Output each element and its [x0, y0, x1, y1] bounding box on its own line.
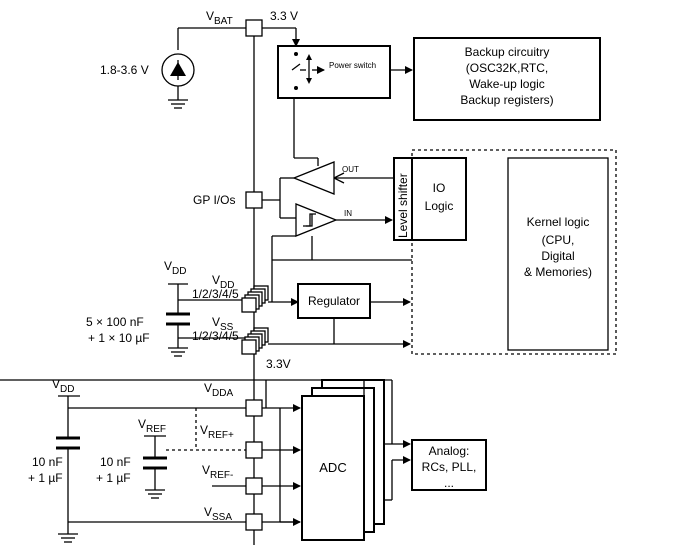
caps-line1: 5 × 100 nF: [86, 315, 144, 329]
io-logic-line1: IO: [433, 181, 446, 195]
io-logic-line2: Logic: [425, 199, 454, 213]
vdd-pin-label: VDD: [212, 273, 234, 291]
cap-left-line2: + 1 µF: [28, 471, 63, 485]
decoupling-capacitor-icon: [166, 312, 190, 326]
vbat-label: VBAT: [206, 9, 233, 27]
cap-left-line1: 10 nF: [32, 455, 63, 469]
kernel-line2: (CPU,: [542, 233, 575, 247]
backup-line4: Backup registers): [460, 93, 553, 107]
vssa-pin: [245, 513, 263, 531]
vrefp-label: VREF+: [200, 423, 234, 441]
gpio-label: GP I/Os: [193, 193, 235, 207]
in-label: IN: [344, 209, 352, 218]
regulator-box: [297, 283, 371, 319]
ground-icon: [168, 347, 188, 357]
analog-line1: Analog:: [429, 444, 470, 458]
adc-box: [301, 395, 365, 541]
ground-icon: [168, 99, 188, 109]
input-buffer-icon: [295, 203, 338, 237]
cap-ref-line1: 10 nF: [100, 455, 131, 469]
switch-icon: [291, 52, 325, 90]
vdd-pins-stack: [241, 285, 269, 313]
backup-line1: Backup circuitry: [465, 45, 550, 59]
power-switch-label: Power switch: [329, 61, 376, 70]
backup-circuitry-box: [413, 37, 601, 121]
backup-line2: (OSC32K,RTC,: [466, 61, 548, 75]
vdd-bottom-label: VDD: [52, 377, 74, 395]
kernel-line1: Kernel logic: [527, 215, 590, 229]
analog-line2: RCs, PLL,: [422, 460, 477, 474]
analog-box: [411, 439, 487, 491]
caps-line2: + 1 × 10 µF: [88, 331, 150, 345]
vdda-pin: [245, 399, 263, 417]
analog-line3: ...: [444, 476, 454, 490]
v33-top-label: 3.3 V: [270, 9, 298, 23]
adc-label: ADC: [319, 460, 346, 475]
vbat-pin: [245, 19, 263, 37]
vss-pin-label: VSS: [212, 315, 234, 333]
vbat-source: [161, 27, 246, 109]
vrefp-pin: [245, 441, 263, 459]
regulator-label: Regulator: [308, 294, 360, 308]
v33-mid-label: 3.3V: [266, 357, 291, 371]
output-buffer-icon: [292, 161, 335, 195]
gpio-pin: [245, 191, 263, 209]
vrefm-pin: [245, 477, 263, 495]
vdd-left-label: VDD: [164, 259, 186, 277]
core-domain-dashed-box: [411, 149, 617, 355]
vrefm-label: VREF-: [202, 463, 233, 481]
ground-icon: [58, 533, 78, 543]
kernel-line3: Digital: [541, 249, 574, 263]
vss-pins-stack: [241, 327, 269, 355]
vref-capacitor-icon: [143, 456, 167, 470]
out-label: OUT: [342, 165, 359, 174]
kernel-line4: & Memories): [524, 265, 592, 279]
io-logic-box: [411, 157, 467, 241]
analog-capacitor-icon: [56, 436, 80, 450]
vdd-pin-numbers: 1/2/3/4/5: [192, 287, 239, 301]
source-range-label: 1.8-3.6 V: [100, 63, 149, 77]
kernel-logic-box: [507, 157, 609, 351]
vss-pin-numbers: 1/2/3/4/5: [192, 329, 239, 343]
cap-ref-line2: + 1 µF: [96, 471, 131, 485]
level-shifter-label: Level shifter: [396, 173, 410, 238]
vref-label: VREF: [138, 417, 166, 435]
vssa-label: VSSA: [204, 505, 232, 523]
vdda-label: VDDA: [204, 381, 233, 399]
backup-line3: Wake-up logic: [469, 77, 545, 91]
ground-icon: [145, 489, 165, 499]
